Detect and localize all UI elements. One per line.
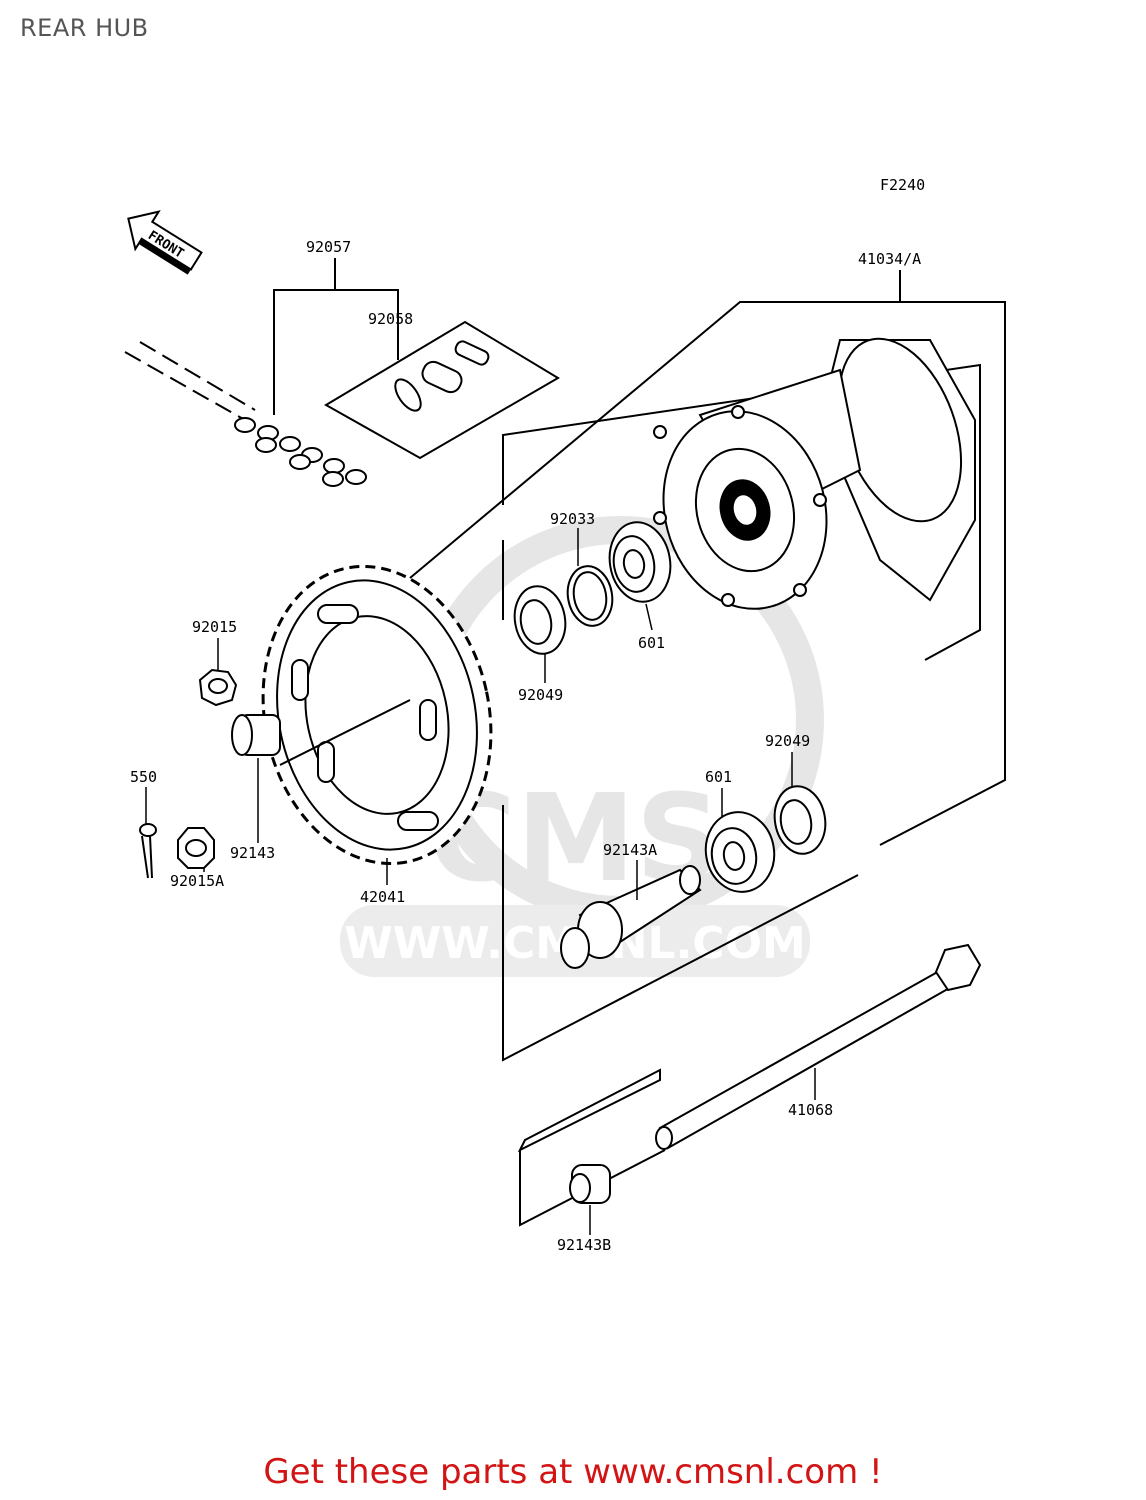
hub-bracket	[409, 270, 1006, 1062]
cotter-pin	[139, 823, 157, 879]
callout-41034a: 41034/A	[858, 250, 921, 268]
callout-92058: 92058	[368, 310, 413, 328]
callout-42041: 42041	[360, 888, 405, 906]
master-link-kit	[324, 320, 560, 460]
circlip	[566, 565, 614, 627]
rear-axle	[655, 943, 982, 1150]
collar	[231, 714, 281, 756]
part-callouts: 92057 92058 41034/A 92033 601 92015 9204…	[130, 238, 921, 1254]
castle-nut	[177, 827, 215, 869]
axle-collar	[517, 1068, 666, 1227]
callout-41068: 41068	[788, 1101, 833, 1119]
callout-92033: 92033	[550, 510, 595, 528]
callout-92143b: 92143B	[557, 1236, 611, 1254]
sprocket-nut	[198, 668, 238, 707]
callout-92015: 92015	[192, 618, 237, 636]
page-title: REAR HUB	[20, 14, 149, 42]
bearing-lower	[704, 811, 776, 893]
chain-bracket	[273, 258, 399, 415]
leader-lines	[145, 528, 816, 1235]
callout-601-lower: 601	[705, 768, 732, 786]
figure-code: F2240	[880, 176, 925, 194]
oil-seal-lower	[773, 785, 827, 855]
callout-92049-lower: 92049	[765, 732, 810, 750]
rear-sprocket	[261, 564, 493, 866]
callout-92143: 92143	[230, 844, 275, 862]
distance-collar	[560, 865, 702, 969]
callout-550: 550	[130, 768, 157, 786]
rear-hub	[653, 337, 976, 610]
callout-601-upper: 601	[638, 634, 665, 652]
oil-seal-upper	[513, 585, 567, 655]
drive-chain	[124, 341, 367, 487]
callout-92057: 92057	[306, 238, 351, 256]
callout-92143a: 92143A	[603, 841, 657, 859]
callout-92015a: 92015A	[170, 872, 224, 890]
front-arrow-icon: FRONT	[127, 210, 203, 275]
cta-link[interactable]: Get these parts at www.cmsnl.com !	[263, 1452, 883, 1492]
bearing-upper	[608, 521, 672, 603]
callout-92049-upper: 92049	[518, 686, 563, 704]
